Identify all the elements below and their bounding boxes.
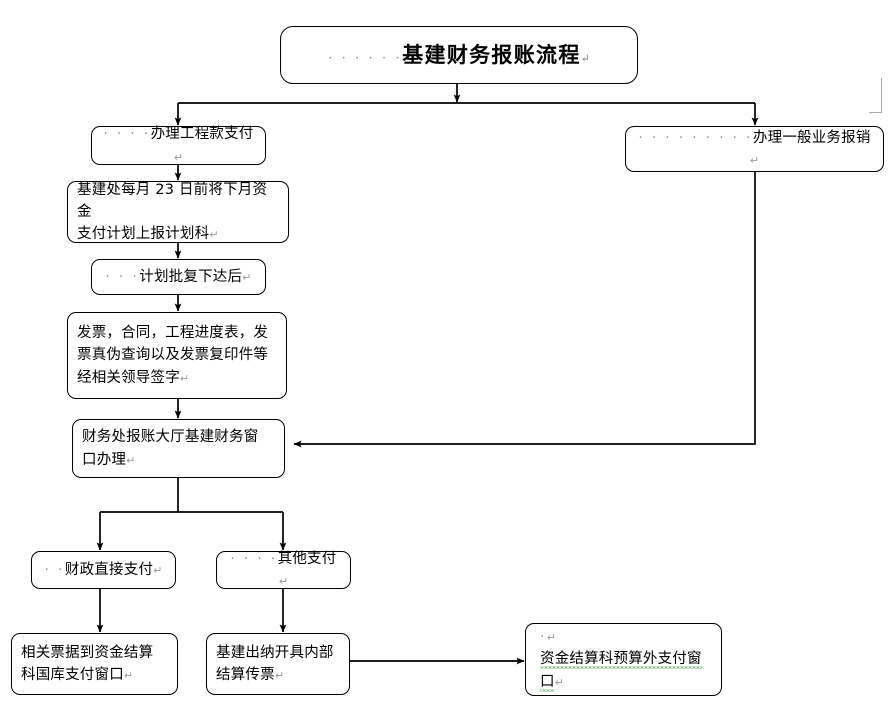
- treasury-window-line-2: 科国库支付窗口↵: [21, 664, 168, 686]
- leader-dots: · · · · · ·: [328, 51, 403, 67]
- finance-window-line-2: 口办理↵: [82, 449, 275, 471]
- leader-dots: · · ·: [105, 269, 140, 285]
- node-finance-window[interactable]: 财务处报账大厅基建财务窗 口办理↵: [72, 419, 285, 478]
- plan-approved-label: 计划批复下达后: [139, 268, 243, 285]
- internal-voucher-line-1: 基建出纳开具内部: [216, 644, 334, 661]
- node-documents[interactable]: 发票，合同，工程进度表，发 票真伪查询以及发票复印件等 经相关领导签字↵: [67, 312, 287, 399]
- other-payment-label: 其他支付: [277, 550, 337, 567]
- extra-budget-window-line: 资金结算科预算外支付窗口↵: [540, 648, 712, 692]
- finance-window-line-1: 财务处报账大厅基建财务窗: [82, 429, 259, 446]
- pilcrow-mark: ↵: [209, 228, 219, 242]
- treasury-window-line-1: 相关票据到资金结算: [21, 644, 154, 661]
- pilcrow-mark: ↵: [278, 575, 289, 588]
- node-other-payment[interactable]: · · · ·其他支付 ↵: [216, 551, 351, 589]
- node-engineering-payment[interactable]: · · · ·办理工程款支付 ↵: [91, 126, 266, 165]
- node-monthly-plan[interactable]: 基建处每月 23 日前将下月资金 支付计划上报计划科↵: [67, 181, 289, 243]
- pilcrow-mark: ↵: [123, 669, 134, 682]
- node-general-reimbursement-text: · · · · · · · · ·办理一般业务报销 ↵: [635, 127, 874, 171]
- leader-dots: · · · ·: [103, 127, 151, 143]
- leader-dots: · · · · · · · · ·: [638, 130, 753, 146]
- finance-window-line-2-label: 口办理: [82, 451, 127, 468]
- edge-general-to-finance: [293, 172, 756, 448]
- engineering-payment-label: 办理工程款支付: [150, 126, 254, 143]
- general-reimbursement-label: 办理一般业务报销: [752, 129, 871, 146]
- documents-line-3: 经相关领导签字↵: [77, 367, 277, 389]
- documents-line-2: 票真伪查询以及发票复印件等: [77, 347, 269, 364]
- pilcrow-mark: ↵: [173, 150, 184, 164]
- pilcrow-mark: ↵: [554, 675, 564, 689]
- node-plan-approved-text: · · ·计划批复下达后↵: [106, 266, 252, 288]
- pilcrow-mark: ↵: [179, 371, 190, 385]
- extra-budget-blank-line: ·↵: [540, 626, 712, 648]
- pilcrow-mark: ↵: [546, 631, 556, 645]
- node-title[interactable]: · · · · · ·基建财务报账流程↵: [280, 26, 638, 84]
- edge-finance-split: [96, 478, 287, 551]
- pilcrow-mark: ↵: [126, 453, 136, 467]
- pilcrow-mark: ↵: [153, 563, 163, 577]
- pilcrow-mark: ↵: [749, 154, 760, 167]
- node-direct-treasury-text: · ·财政直接支付↵: [45, 559, 163, 581]
- leader-dots: ·: [540, 630, 547, 646]
- node-plan-approved[interactable]: · · ·计划批复下达后↵: [91, 259, 266, 295]
- edge-distribution-bar: [174, 102, 759, 126]
- leader-dots: · · · ·: [230, 551, 278, 567]
- internal-voucher-line-2-label: 结算传票: [216, 667, 275, 683]
- node-direct-treasury[interactable]: · ·财政直接支付↵: [31, 551, 176, 589]
- internal-voucher-line-2: 结算传票↵: [216, 664, 340, 686]
- pilcrow-mark: ↵: [274, 669, 285, 682]
- node-extra-budget-window[interactable]: ·↵ 资金结算科预算外支付窗口↵: [525, 623, 722, 696]
- node-internal-voucher[interactable]: 基建出纳开具内部 结算传票↵: [206, 633, 350, 695]
- monthly-plan-line-2: 支付计划上报计划科↵: [77, 223, 279, 245]
- monthly-plan-line-1: 基建处每月 23 日前将下月资金: [77, 181, 268, 220]
- node-engineering-payment-text: · · · ·办理工程款支付 ↵: [101, 123, 256, 167]
- documents-line-3-label: 经相关领导签字: [77, 369, 180, 386]
- node-general-reimbursement[interactable]: · · · · · · · · ·办理一般业务报销 ↵: [625, 126, 884, 172]
- page-margin-mark: [869, 78, 882, 113]
- node-title-text: · · · · · ·基建财务报账流程↵: [328, 39, 590, 71]
- direct-treasury-label: 财政直接支付: [64, 561, 154, 578]
- title-label: 基建财务报账流程: [402, 42, 581, 68]
- pilcrow-mark: ↵: [242, 270, 252, 284]
- documents-line-1: 发票，合同，工程进度表，发: [77, 325, 269, 342]
- pilcrow-mark: ↵: [580, 52, 590, 66]
- extra-budget-window-label: 资金结算科预算外支付窗口: [540, 651, 702, 690]
- node-other-payment-text: · · · ·其他支付 ↵: [226, 548, 341, 592]
- node-treasury-window[interactable]: 相关票据到资金结算 科国库支付窗口↵: [11, 633, 178, 695]
- treasury-window-line-2-label: 科国库支付窗口: [21, 667, 124, 683]
- monthly-plan-line-2-label: 支付计划上报计划科: [77, 226, 210, 243]
- leader-dots: · ·: [44, 562, 65, 578]
